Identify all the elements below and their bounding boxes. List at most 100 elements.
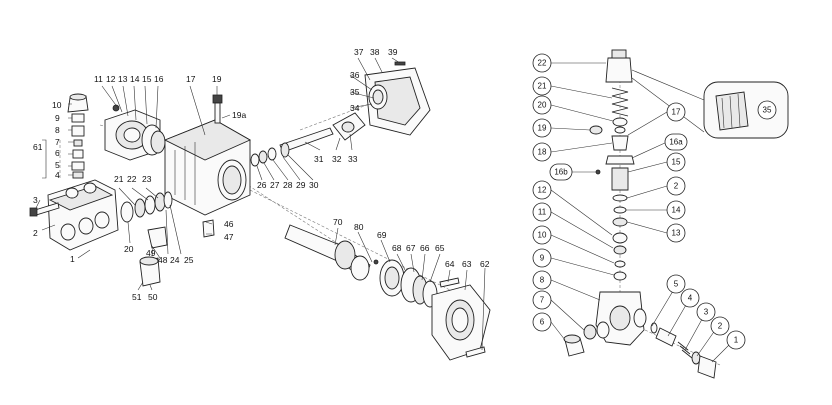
inset-leader xyxy=(631,69,705,133)
part-label: 25 xyxy=(184,255,194,265)
ring-5 xyxy=(650,322,658,334)
part-label: 6 xyxy=(55,148,60,158)
svg-text:9: 9 xyxy=(540,254,545,263)
callout-17: 17 xyxy=(666,102,686,122)
callout-3: 3 xyxy=(696,302,716,322)
pin-16b xyxy=(595,169,601,175)
flange xyxy=(431,284,491,361)
part-label: 22 xyxy=(127,174,137,184)
svg-text:35: 35 xyxy=(763,106,772,115)
bearing xyxy=(373,259,405,297)
part-label: 15 xyxy=(142,74,152,84)
part-label: 66 xyxy=(420,243,430,253)
svg-text:1: 1 xyxy=(734,336,739,345)
part-label: 67 xyxy=(406,243,416,253)
rear-cover xyxy=(364,61,431,136)
part-label: 8 xyxy=(55,125,60,135)
svg-text:12: 12 xyxy=(538,186,547,195)
part-label: 12 xyxy=(106,74,116,84)
svg-text:18: 18 xyxy=(538,148,547,157)
crankcase-bolt xyxy=(212,94,223,124)
callout-1: 1 xyxy=(726,330,746,350)
part-label: 80 xyxy=(354,222,364,232)
callout-8: 8 xyxy=(532,270,552,290)
callout-18: 18 xyxy=(532,142,552,162)
pump-crankcase xyxy=(163,119,251,216)
part-label: 3 xyxy=(33,195,38,205)
part-label: 38 xyxy=(370,47,380,57)
ring-14 xyxy=(613,206,627,214)
washer-20 xyxy=(612,117,628,127)
callout-16a: 16a xyxy=(664,133,688,151)
callout-9: 9 xyxy=(532,248,552,268)
fitting-4 xyxy=(655,327,677,347)
seat-12 xyxy=(612,232,628,244)
part-label: 21 xyxy=(114,174,124,184)
part-label: 16 xyxy=(154,74,164,84)
part-label: 65 xyxy=(435,243,445,253)
ring-19b xyxy=(614,126,626,134)
svg-text:3: 3 xyxy=(704,308,709,317)
part-label: 11 xyxy=(94,74,103,84)
plug-6-top xyxy=(563,334,581,344)
callout-7: 7 xyxy=(532,290,552,310)
part-label: 27 xyxy=(270,180,280,190)
part-label: 39 xyxy=(388,47,398,57)
part-label: 69 xyxy=(377,230,387,240)
svg-text:20: 20 xyxy=(538,101,547,110)
valve-main-body xyxy=(595,291,647,346)
part-label: 37 xyxy=(354,47,364,57)
callout-22: 22 xyxy=(532,53,552,73)
callout-2-lower: 2 xyxy=(710,316,730,336)
part-label: 50 xyxy=(148,292,158,302)
part-label: 23 xyxy=(142,174,152,184)
svg-text:6: 6 xyxy=(540,318,545,327)
nut-16a xyxy=(605,155,635,165)
valve-body-15 xyxy=(611,167,629,191)
washer-7 xyxy=(583,324,597,340)
callout-6: 6 xyxy=(532,312,552,332)
part-label: 19 xyxy=(212,74,222,84)
callout-13: 13 xyxy=(666,223,686,243)
pump-manifold xyxy=(47,179,119,251)
part-label: 2 xyxy=(33,228,38,238)
svg-text:10: 10 xyxy=(538,231,547,240)
ring-13 xyxy=(612,217,628,227)
bracket-61 xyxy=(42,139,47,179)
callout-11: 11 xyxy=(532,202,552,222)
part-label: 35 xyxy=(350,87,360,97)
part-label: 46 xyxy=(224,219,234,229)
svg-text:4: 4 xyxy=(688,294,693,303)
part-label: 19a xyxy=(232,110,246,120)
part-label: 28 xyxy=(283,180,293,190)
svg-text:21: 21 xyxy=(538,82,547,91)
part-label: 26 xyxy=(257,180,267,190)
callout-12: 12 xyxy=(532,180,552,200)
part-label: 31 xyxy=(314,154,324,164)
bearing-cover xyxy=(332,112,366,141)
callout-21: 21 xyxy=(532,76,552,96)
callout-19: 19 xyxy=(532,118,552,138)
part-label: 32 xyxy=(332,154,342,164)
svg-text:17: 17 xyxy=(672,108,681,117)
part-label: 36 xyxy=(350,70,360,80)
callout-2-upper: 2 xyxy=(666,176,686,196)
svg-text:19: 19 xyxy=(538,124,547,133)
svg-text:22: 22 xyxy=(538,59,547,68)
part-label: 30 xyxy=(309,180,319,190)
svg-text:5: 5 xyxy=(674,280,679,289)
part-label: 34 xyxy=(350,103,360,113)
callout-20: 20 xyxy=(532,95,552,115)
part-label: 4 xyxy=(55,170,60,180)
part-label: 1 xyxy=(70,254,75,264)
part-label: 5 xyxy=(55,160,60,170)
callout-16b: 16b xyxy=(549,163,573,181)
callout-15: 15 xyxy=(666,152,686,172)
part-label: 49 xyxy=(146,248,156,258)
svg-text:7: 7 xyxy=(540,296,545,305)
valve-spring xyxy=(611,87,629,117)
manifold-bolt xyxy=(29,202,60,217)
part-label: 24 xyxy=(170,255,180,265)
flange-bolts xyxy=(439,277,486,358)
